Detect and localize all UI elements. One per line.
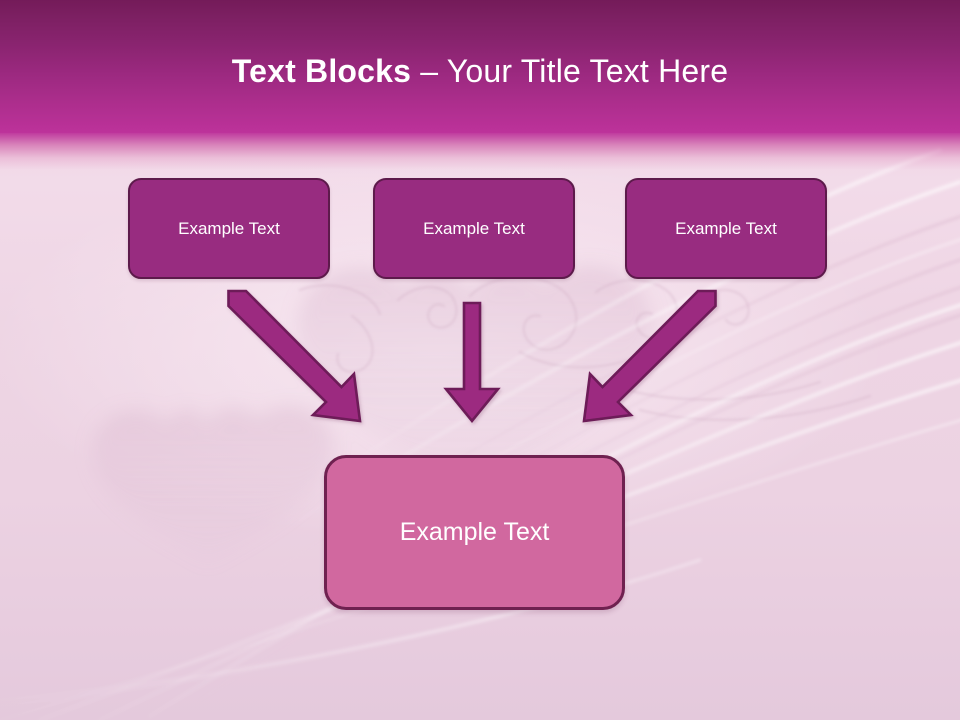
page-title-separator: – [411, 53, 447, 89]
text-block-top-2-label: Example Text [423, 218, 525, 238]
text-block-top-1[interactable]: Example Text [128, 178, 330, 279]
text-block-top-2[interactable]: Example Text [373, 178, 575, 279]
text-block-top-1-label: Example Text [178, 218, 280, 238]
text-block-bottom-label: Example Text [399, 518, 550, 546]
text-block-top-3-label: Example Text [675, 218, 777, 238]
header-fade [0, 133, 960, 179]
page-title-light: Your Title Text Here [446, 53, 729, 89]
page-title: Text Blocks – Your Title Text Here [0, 52, 960, 90]
arrow-middle-icon [443, 301, 501, 424]
header-band [0, 0, 960, 133]
text-block-bottom[interactable]: Example Text [324, 455, 625, 610]
arrow-left-icon [227, 289, 362, 423]
arrow-right-icon [582, 289, 717, 423]
text-block-top-3[interactable]: Example Text [625, 178, 827, 279]
page-title-strong: Text Blocks [231, 53, 412, 89]
